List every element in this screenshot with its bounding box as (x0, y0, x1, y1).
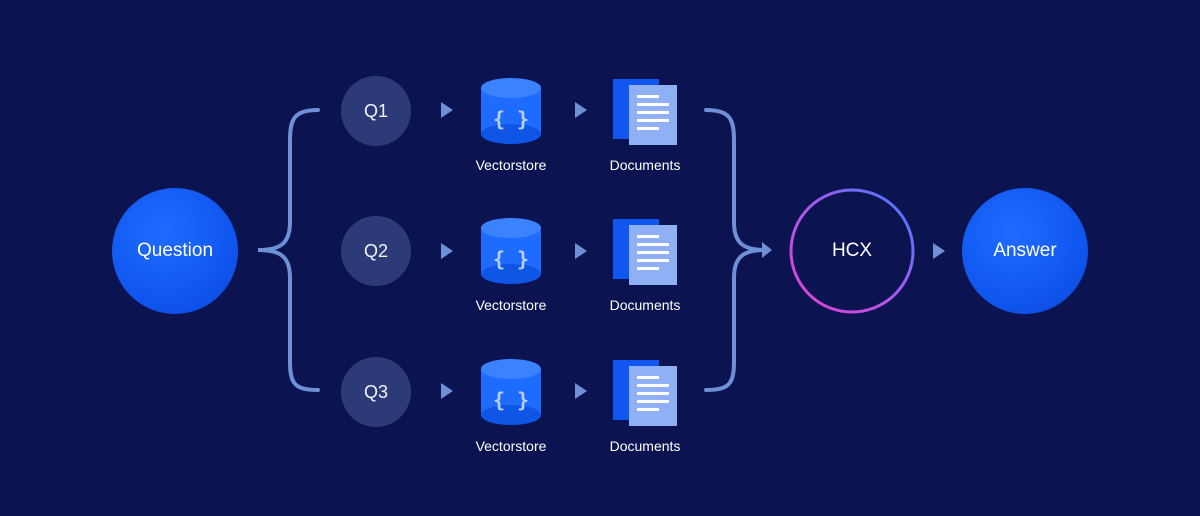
answer-label: Answer (993, 240, 1057, 261)
query-node-q1: Q1 (341, 76, 411, 146)
documents-label: Documents (609, 438, 681, 454)
vectorstore-label: Vectorstore (475, 438, 547, 454)
hcx-node: HCX (789, 188, 915, 314)
database-icon: { } (481, 78, 541, 144)
merge-brace (704, 108, 767, 392)
query-label: Q2 (363, 240, 388, 261)
query-label: Q1 (363, 100, 388, 121)
query-node-q3: Q3 (341, 357, 411, 427)
hcx-label: HCX (831, 240, 873, 261)
question-label: Question (136, 240, 214, 261)
play-arrow-icon (441, 102, 453, 118)
merge-arrowhead (762, 242, 772, 258)
svg-text:{ }: { } (493, 107, 529, 131)
question-node: Question (112, 188, 238, 314)
play-arrow-icon (575, 383, 587, 399)
query-node-q2: Q2 (341, 216, 411, 286)
fan-out-brace (257, 108, 320, 392)
svg-text:{ }: { } (493, 247, 529, 271)
vectorstore-label: Vectorstore (475, 157, 547, 173)
play-arrow-icon (441, 243, 453, 259)
vectorstore-label: Vectorstore (475, 297, 547, 313)
play-arrow-icon (575, 243, 587, 259)
query-label: Q3 (363, 381, 388, 402)
svg-text:{ }: { } (493, 388, 529, 412)
database-icon: { } (481, 218, 541, 284)
play-arrow-icon (441, 383, 453, 399)
document-stack-icon (613, 360, 677, 426)
documents-label: Documents (609, 297, 681, 313)
document-stack-icon (613, 79, 677, 145)
play-arrow-icon (575, 102, 587, 118)
database-icon: { } (481, 359, 541, 425)
answer-node: Answer (962, 188, 1088, 314)
documents-label: Documents (609, 157, 681, 173)
play-arrow-icon (933, 243, 945, 259)
hcx-ring (789, 188, 915, 314)
document-stack-icon (613, 219, 677, 285)
